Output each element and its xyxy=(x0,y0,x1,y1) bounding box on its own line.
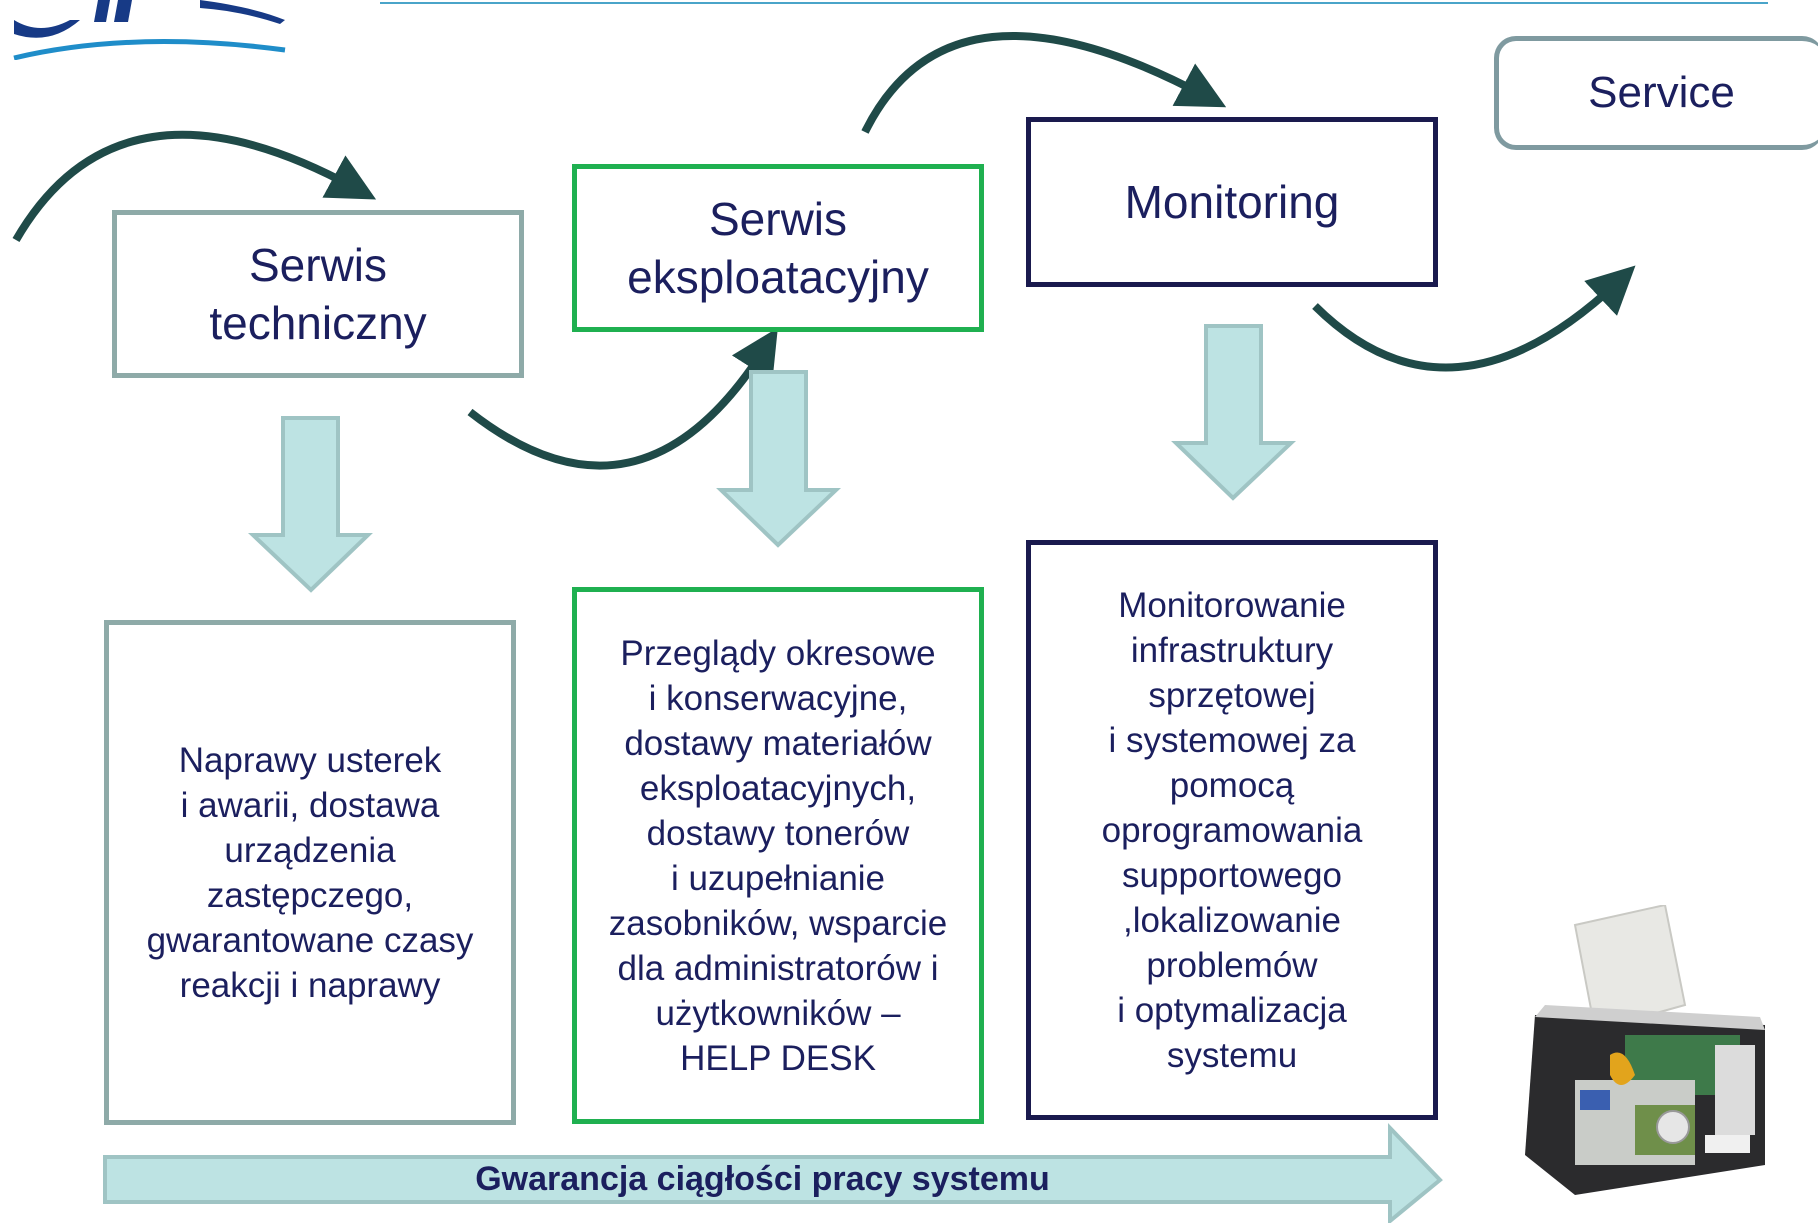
banner-label: Gwarancja ciągłości pracy systemu xyxy=(475,1160,1050,1198)
down-arrow-3 xyxy=(1171,324,1297,501)
header-rule xyxy=(380,2,1768,4)
curve-arrow-2 xyxy=(467,327,778,470)
down-arrow-1 xyxy=(247,416,373,593)
stage-description-operational: Przeglądy okresowe i konserwacyjne, dost… xyxy=(572,587,984,1124)
banner-arrow xyxy=(103,1123,1443,1223)
stage-description-monitoring: Monitorowanie infrastruktury sprzętowej … xyxy=(1026,540,1438,1120)
logo-graphic xyxy=(13,0,286,61)
stage-description-technical: Naprawy usterek i awarii, dostawa urządz… xyxy=(104,620,516,1125)
printer-device-image xyxy=(1515,903,1785,1205)
down-arrow-2 xyxy=(716,370,842,548)
service-label: Service xyxy=(1494,36,1818,150)
curve-arrow-1 xyxy=(12,130,377,243)
company-logo xyxy=(0,0,300,61)
printer-illustration xyxy=(1525,903,1765,1195)
curve-arrow-4 xyxy=(1312,265,1636,372)
stage-title-monitoring: Monitoring xyxy=(1026,117,1438,287)
curve-arrow-3 xyxy=(861,32,1227,134)
stage-title-technical: Serwis techniczny xyxy=(112,210,524,378)
stage-title-operational: Serwis eksploatacyjny xyxy=(572,164,984,332)
